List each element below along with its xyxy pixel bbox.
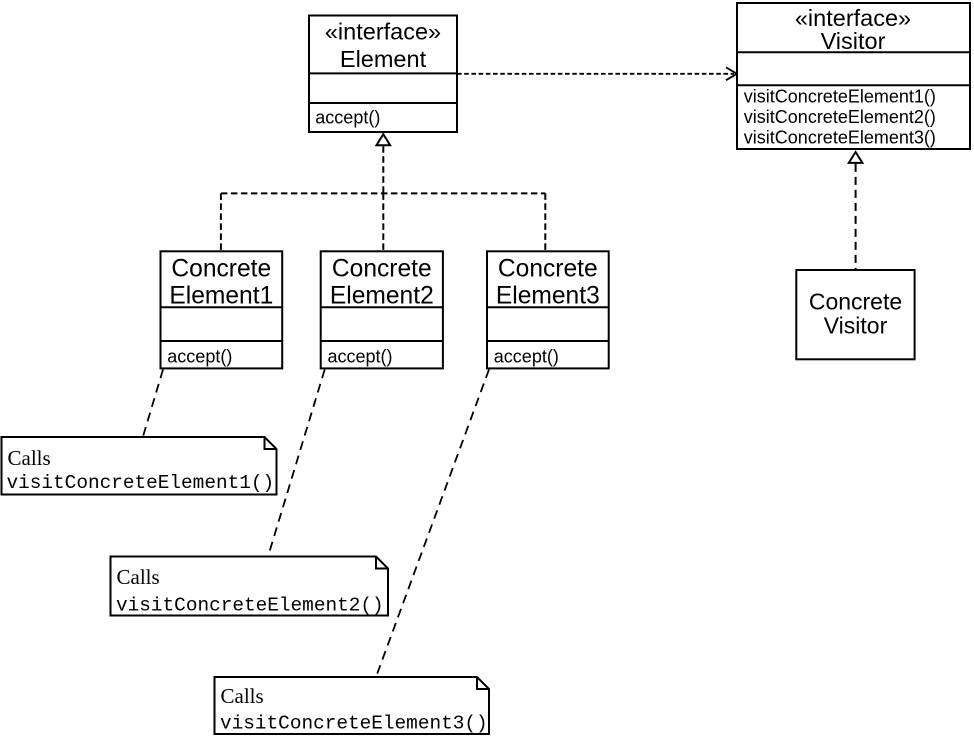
svg-text:Concrete: Concrete bbox=[498, 255, 598, 282]
svg-text:visitConcreteElement2(): visitConcreteElement2() bbox=[116, 595, 384, 617]
svg-text:Element3: Element3 bbox=[496, 282, 600, 309]
svg-text:Calls: Calls bbox=[8, 446, 51, 470]
svg-text:Concrete: Concrete bbox=[171, 255, 271, 282]
svg-text:Visitor: Visitor bbox=[821, 28, 886, 54]
svg-text:Calls: Calls bbox=[221, 684, 264, 708]
svg-text:visitConcreteElement3(): visitConcreteElement3() bbox=[744, 128, 936, 148]
svg-text:accept(): accept() bbox=[315, 108, 380, 128]
svg-text:Element: Element bbox=[340, 46, 427, 72]
svg-text:accept(): accept() bbox=[167, 347, 232, 367]
svg-text:Concrete: Concrete bbox=[332, 255, 432, 282]
svg-text:accept(): accept() bbox=[494, 347, 559, 367]
svg-text:Visitor: Visitor bbox=[824, 313, 888, 339]
svg-text:«interface»: «interface» bbox=[795, 5, 911, 31]
svg-text:visitConcreteElement1(): visitConcreteElement1() bbox=[7, 472, 275, 494]
svg-text:Concrete: Concrete bbox=[809, 289, 902, 315]
svg-text:«interface»: «interface» bbox=[325, 19, 441, 45]
svg-text:visitConcreteElement2(): visitConcreteElement2() bbox=[744, 107, 936, 127]
svg-text:Calls: Calls bbox=[117, 565, 160, 589]
svg-text:Element1: Element1 bbox=[169, 282, 273, 309]
svg-text:accept(): accept() bbox=[328, 347, 393, 367]
svg-text:visitConcreteElement3(): visitConcreteElement3() bbox=[220, 712, 488, 734]
svg-text:visitConcreteElement1(): visitConcreteElement1() bbox=[744, 87, 936, 107]
svg-text:Element2: Element2 bbox=[330, 282, 434, 309]
